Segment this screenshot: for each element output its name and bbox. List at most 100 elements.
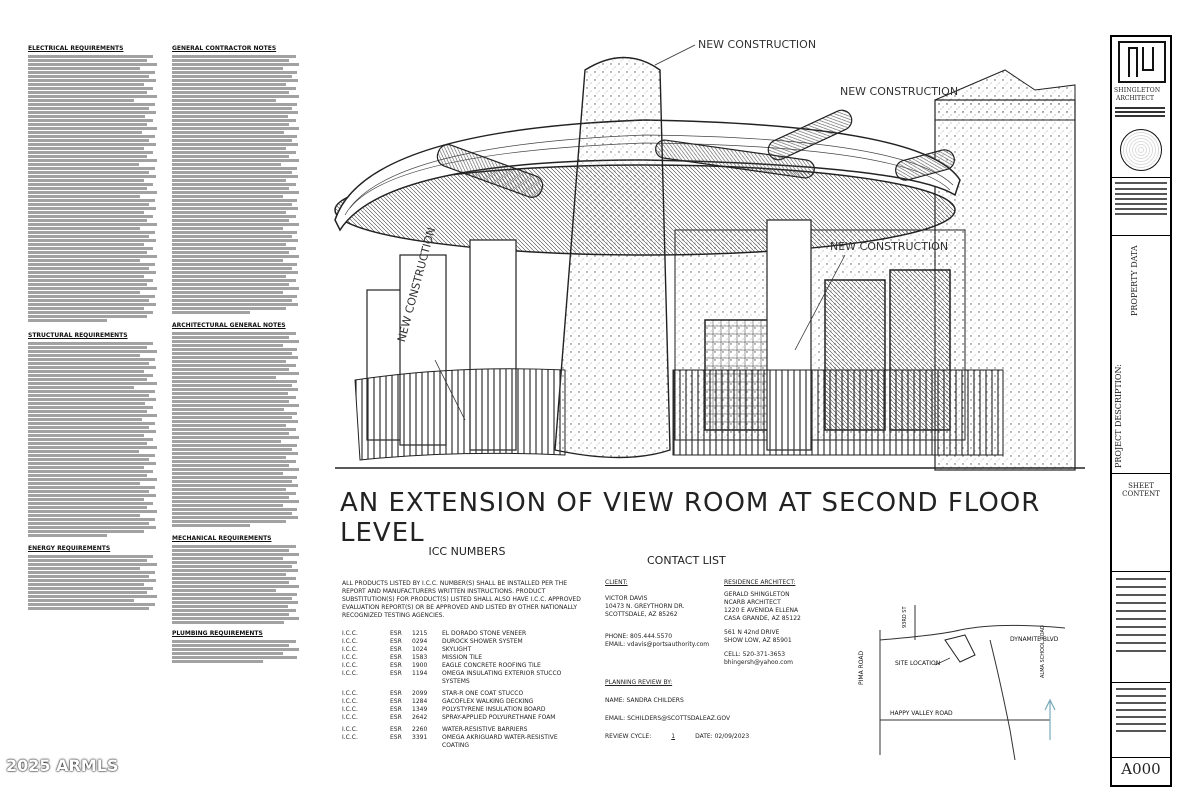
firm-details xyxy=(1115,105,1165,119)
icc-product: EL DORADO STONE VENEER xyxy=(442,630,527,637)
icc-number: 0294 xyxy=(412,638,428,645)
map-label-dynamite: DYNAMITE BLVD xyxy=(1010,636,1059,643)
north-arrow-icon xyxy=(1044,698,1056,740)
contact-section: CONTACT LIST CLIENT: VICTOR DAVIS 10473 … xyxy=(605,555,835,741)
icc-org: I.C.C. xyxy=(342,670,358,677)
icc-prefix: ESR xyxy=(390,630,402,637)
icc-number: 1024 xyxy=(412,646,428,653)
map-label-93rd: 93RD ST xyxy=(902,606,908,628)
icc-product: DUROCK SHOWER SYSTEM xyxy=(442,638,523,645)
planning-label: PLANNING REVIEW BY: xyxy=(605,679,673,686)
leader-2 xyxy=(794,254,846,351)
client-email: EMAIL: vdavis@portsauthority.com xyxy=(605,641,710,648)
stone-column xyxy=(554,56,671,459)
project-description-label: PROJECT DESCRIPTION: xyxy=(1114,364,1123,468)
structural-heading: STRUCTURAL REQUIREMENTS xyxy=(28,332,128,339)
icc-row: I.C.C. ESR 1284 GACOFLEX WALKING DECKING xyxy=(342,698,592,706)
architect-email: bhingersh@yahoo.com xyxy=(724,659,793,666)
callout-top: NEW CONSTRUCTION xyxy=(698,38,817,51)
icc-number: 1284 xyxy=(412,698,428,705)
architect-line-4: CASA GRANDE, AZ 85122 xyxy=(724,615,801,622)
icc-number: 3391 xyxy=(412,734,428,741)
review-cycle-value: 1 xyxy=(671,733,676,740)
architect-line-1: GERALD SHINGLETON xyxy=(724,591,790,598)
map-road-alma xyxy=(989,639,1016,760)
energy-text xyxy=(28,555,160,610)
icc-org: I.C.C. xyxy=(342,734,358,741)
planning-email: EMAIL: SCHILDERS@SCOTTSDALEAZ.GOV xyxy=(605,715,731,722)
architect-seal xyxy=(1120,129,1162,171)
location-map xyxy=(879,605,1066,760)
sheet-number: A000 xyxy=(1112,757,1170,778)
icc-prefix: ESR xyxy=(390,698,402,705)
icc-org: I.C.C. xyxy=(342,654,358,661)
icc-org: I.C.C. xyxy=(342,638,358,645)
icc-product: SPRAY-APPLIED POLYURETHANE FOAM xyxy=(442,714,556,721)
icc-product: GACOFLEX WALKING DECKING xyxy=(442,698,534,705)
client-line-3: SCOTTSDALE, AZ 85262 xyxy=(605,611,678,618)
plumbing-text xyxy=(172,640,302,663)
icc-org: I.C.C. xyxy=(342,726,358,733)
map-label-alma: ALMA SCHOOL ROAD xyxy=(1040,625,1046,678)
architect-label: RESIDENCE ARCHITECT: xyxy=(724,579,796,586)
icc-org: I.C.C. xyxy=(342,662,358,669)
revisions-box xyxy=(1112,571,1170,680)
icc-product: EAGLE CONCRETE ROOFING TILE xyxy=(442,662,541,669)
icc-number: 1900 xyxy=(412,662,428,669)
icc-prefix: ESR xyxy=(390,646,402,653)
icc-number: 2099 xyxy=(412,690,428,697)
firm-name-1: SHINGLETON xyxy=(1114,87,1161,94)
architect-cell: CELL: 520-371-3653 xyxy=(724,651,786,658)
architectural-heading: ARCHITECTURAL GENERAL NOTES xyxy=(172,322,286,329)
icc-org: I.C.C. xyxy=(342,698,358,705)
icc-heading: ICC NUMBERS xyxy=(428,545,506,558)
icc-number: 2260 xyxy=(412,726,428,733)
property-data-label: PROPERTY DATA xyxy=(1130,245,1139,316)
icc-prefix: ESR xyxy=(390,638,402,645)
client-line-1: VICTOR DAVIS xyxy=(605,595,648,602)
icc-prefix: ESR xyxy=(390,662,402,669)
notes-box xyxy=(1112,177,1170,233)
project-box: PROJECT DESCRIPTION: PROPERTY DATA xyxy=(1112,235,1170,471)
icc-product: OMEGA INSULATING EXTERIOR STUCCO SYSTEMS xyxy=(442,670,562,685)
architect-address2-1: 561 N 42nd DRIVE xyxy=(724,629,780,636)
icc-number: 1194 xyxy=(412,670,428,677)
mechanical-text xyxy=(172,545,302,624)
callout-roof: NEW CONSTRUCTION xyxy=(840,85,959,98)
icc-number: 1215 xyxy=(412,630,428,637)
map-label-happy-valley: HAPPY VALLEY ROAD xyxy=(890,710,953,717)
client-phone: PHONE: 805.444.5570 xyxy=(605,633,673,640)
client-line-2: 10473 N. GREYTHORN DR. xyxy=(605,603,685,610)
icc-row: I.C.C. ESR 1215 EL DORADO STONE VENEER xyxy=(342,630,592,638)
review-date: DATE: 02/09/2023 xyxy=(695,733,750,740)
icc-prefix: ESR xyxy=(390,714,402,721)
icc-org: I.C.C. xyxy=(342,630,358,637)
notes-column-left: ELECTRICAL REQUIREMENTS STRUCTURAL REQUI… xyxy=(28,45,160,611)
plumbing-heading: PLUMBING REQUIREMENTS xyxy=(172,630,263,637)
firm-name-2: ARCHITECT xyxy=(1116,95,1155,102)
architect-line-2: NCARB ARCHITECT xyxy=(724,599,781,606)
icc-org: I.C.C. xyxy=(342,706,358,713)
icc-org: I.C.C. xyxy=(342,690,358,697)
icc-prefix: ESR xyxy=(390,726,402,733)
title-block: SHINGLETON ARCHITECT PROJECT DESCRIPTION… xyxy=(1110,35,1172,787)
icc-product: OMEGA AKRIGUARD WATER-RESISTIVE COATING xyxy=(442,734,558,749)
icc-org: I.C.C. xyxy=(342,714,358,721)
electrical-heading: ELECTRICAL REQUIREMENTS xyxy=(28,45,124,52)
icc-number: 2642 xyxy=(412,714,428,721)
planning-name: NAME: SANDRA CHILDERS xyxy=(605,697,684,704)
firm-logo xyxy=(1118,41,1166,83)
icc-product: POLYSTYRENE INSULATION BOARD xyxy=(442,706,546,713)
sheet-content-box: SHEET CONTENT xyxy=(1112,473,1170,569)
map-road-dynamite xyxy=(879,624,1066,641)
callout-room: NEW CONSTRUCTION xyxy=(830,240,949,253)
notes-column-middle: GENERAL CONTRACTOR NOTES ARCHITECTURAL G… xyxy=(172,45,302,664)
icc-product: SKYLIGHT xyxy=(442,646,472,653)
mechanical-heading: MECHANICAL REQUIREMENTS xyxy=(172,535,272,542)
railing xyxy=(354,368,566,461)
